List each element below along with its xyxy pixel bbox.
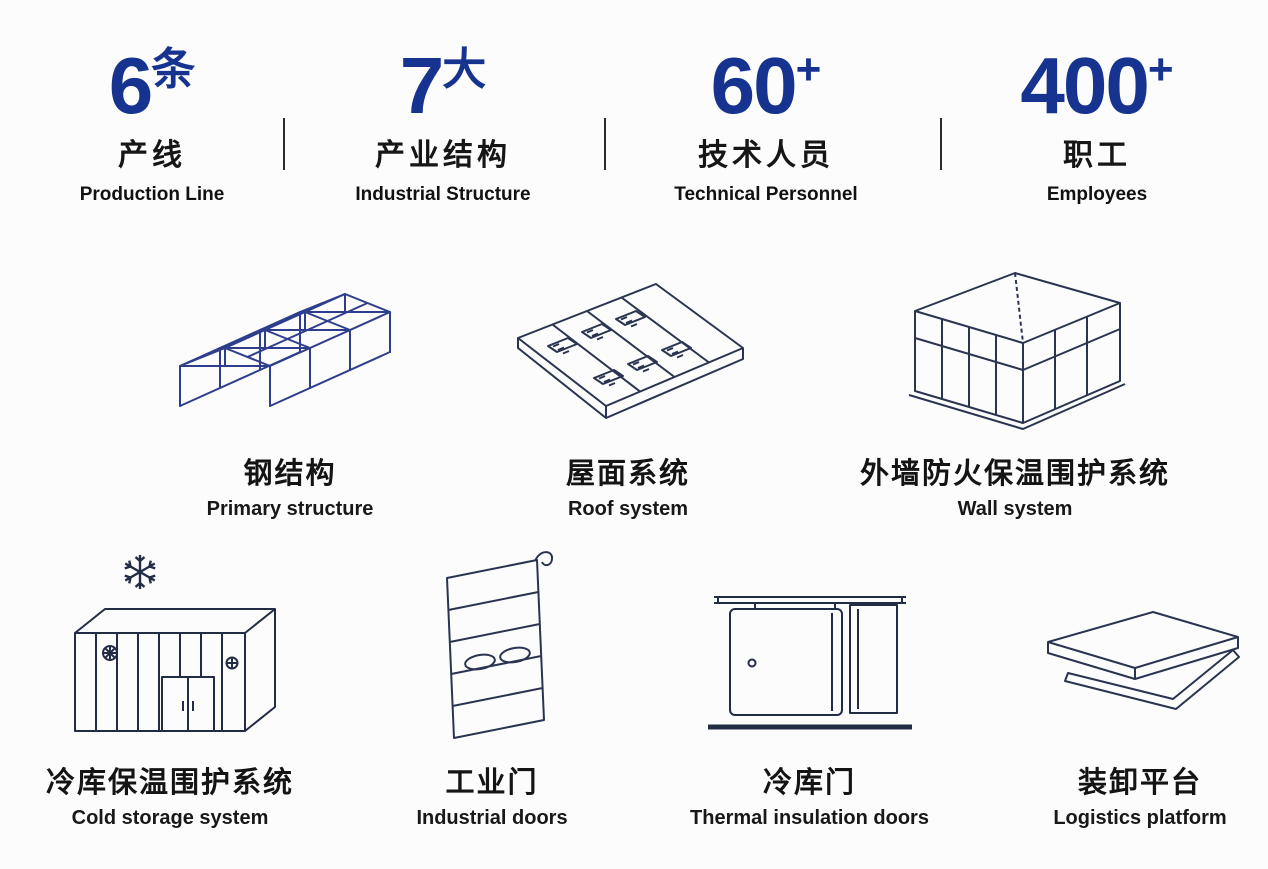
product-card-cold-storage: 冷库保温围护系统 Cold storage system [15,540,325,830]
stat-number-value: 6 [108,41,153,130]
cold-storage-illustration [15,540,325,745]
product-label-zh: 冷库门 [762,767,856,799]
stat-label-zh: 技术人员 [698,139,834,172]
stat-number-suffix: 大 [442,45,487,94]
stat-label-zh: 产业结构 [375,139,511,172]
stat-number-value: 400 [1020,41,1149,130]
stat-label-en: Production Line [79,184,225,205]
product-card-steel-structure: 钢结构 Primary structure [120,236,460,521]
wall-system-illustration [848,236,1182,436]
stat-number: 400 + [957,46,1237,126]
stat-number-suffix: 条 [151,45,196,94]
stat-label-en: Industrial Structure [355,184,531,205]
stat-employees: 400 + 职工 Employees [957,46,1237,206]
stat-production-line: 6 条 产线 Production Line [12,46,292,206]
product-label-en: Industrial doors [416,807,568,829]
industrial-door-illustration [342,540,642,745]
stat-number: 60 + [626,46,906,126]
stat-number-value: 7 [399,41,444,130]
product-label-en: Wall system [957,498,1073,520]
stat-number-suffix: + [795,45,822,94]
product-card-industrial-door: 工业门 Industrial doors [342,540,642,830]
product-card-wall-system: 外墙防火保温围护系统 Wall system [848,236,1182,521]
stat-label-en: Employees [1046,184,1148,205]
thermal-door-illustration [652,540,967,745]
stat-number-value: 60 [710,41,798,130]
roof-system-illustration [468,236,788,436]
stat-label-zh: 职工 [1063,139,1131,172]
stat-technical-personnel: 60 + 技术人员 Technical Personnel [626,46,906,206]
steel-structure-illustration [120,236,460,436]
product-label-zh: 冷库保温围护系统 [45,767,294,799]
product-label-en: Thermal insulation doors [690,807,929,829]
product-label-en: Primary structure [206,498,374,520]
product-label-zh: 工业门 [445,767,539,799]
stat-divider [283,118,285,170]
product-card-thermal-door: 冷库门 Thermal insulation doors [652,540,967,830]
stat-number-suffix: + [1147,45,1174,94]
stat-industrial-structure: 7 大 产业结构 Industrial Structure [303,46,583,206]
stat-label-zh: 产线 [118,139,186,172]
product-label-zh: 装卸平台 [1077,767,1202,799]
stat-label-en: Technical Personnel [674,184,858,205]
stat-number: 6 条 [12,46,292,126]
product-card-dock-leveler: 装卸平台 Logistics platform [990,540,1268,830]
product-label-zh: 外墙防火保温围护系统 [859,458,1170,490]
dock-leveler-illustration [990,540,1268,745]
product-card-roof-system: 屋面系统 Roof system [468,236,788,521]
snowflake-icon [121,553,159,591]
stat-divider [940,118,942,170]
product-label-en: Cold storage system [71,807,269,829]
product-label-zh: 屋面系统 [565,458,690,490]
product-label-zh: 钢结构 [243,458,337,490]
product-label-en: Logistics platform [1053,807,1227,829]
stat-divider [604,118,606,170]
product-label-en: Roof system [567,498,689,520]
stat-number: 7 大 [303,46,583,126]
